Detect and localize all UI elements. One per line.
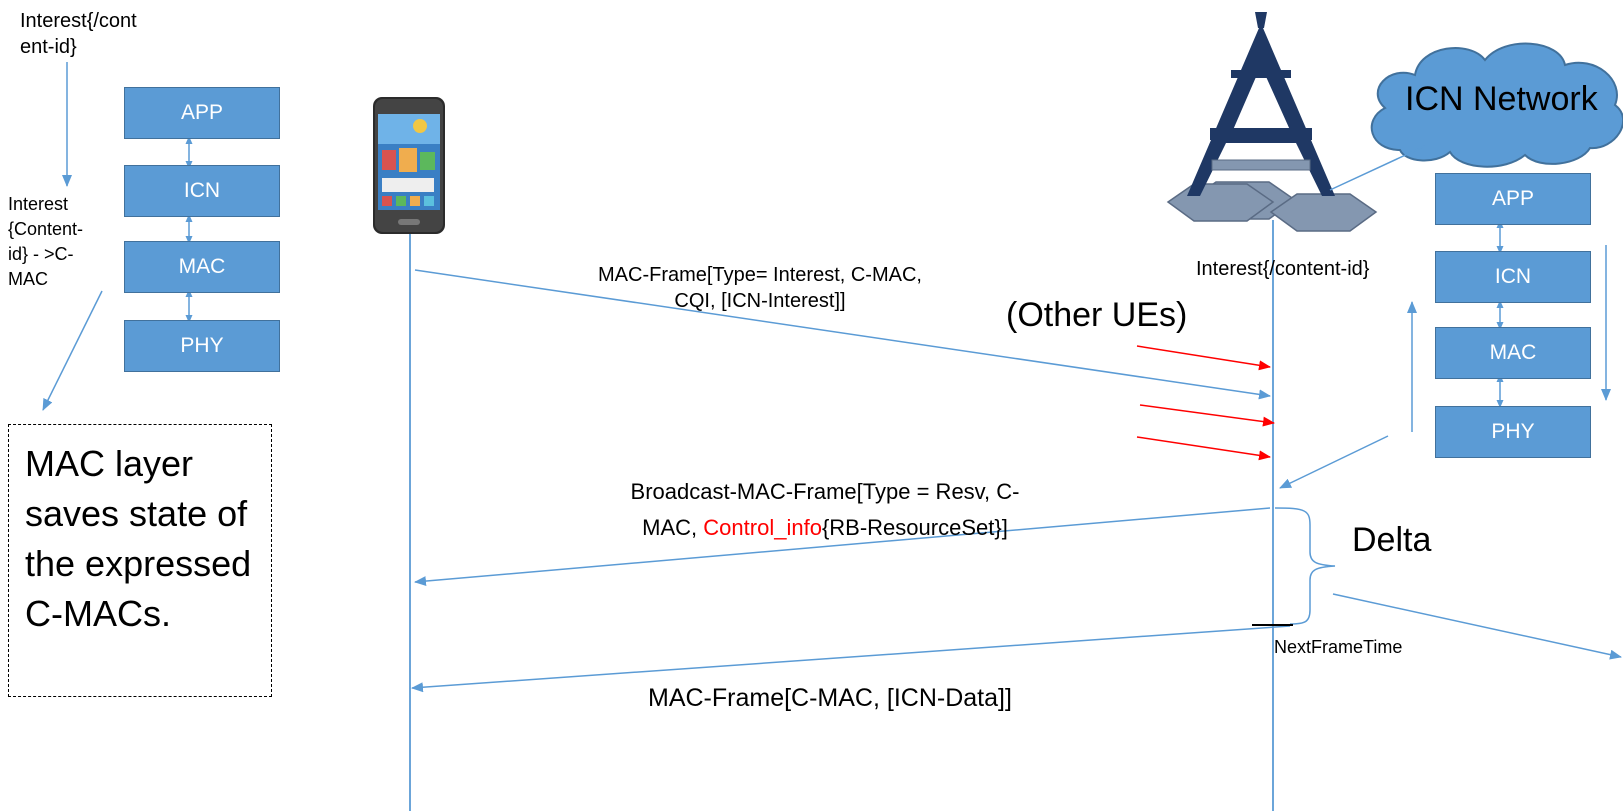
note-pointer-arrow bbox=[42, 290, 103, 411]
broadcast-message-arrow bbox=[414, 507, 1271, 587]
interest-message-arrow bbox=[414, 269, 1271, 400]
bs-phy-to-lifeline-arrow bbox=[1279, 435, 1389, 489]
outgoing-data-arrow bbox=[1332, 593, 1622, 660]
ue-icn-layer: ICN bbox=[124, 165, 280, 217]
delta-brace bbox=[1274, 507, 1336, 625]
bs-mac-layer: MAC bbox=[1435, 327, 1591, 379]
ue-side-line-4: MAC bbox=[8, 269, 48, 289]
interest-message-line-1: MAC-Frame[Type= Interest, C-MAC, bbox=[598, 264, 922, 286]
bs-app-layer: APP bbox=[1435, 173, 1591, 225]
ue-side-line-1: Interest bbox=[8, 194, 69, 214]
broadcast-message-line-1: Broadcast-MAC-Frame[Type = Resv, C- bbox=[630, 479, 1020, 504]
ue-app-layer: APP bbox=[124, 87, 280, 139]
ue-side-line-2: {Content- bbox=[8, 219, 84, 239]
base-station-tower-icon bbox=[1166, 12, 1378, 232]
control-info-highlight: Control_info bbox=[703, 515, 822, 540]
delta-label: Delta bbox=[1352, 521, 1432, 559]
mac-state-note: MAC layer saves state of the expressed C… bbox=[8, 424, 272, 697]
bs-icn-layer: ICN bbox=[1435, 251, 1591, 303]
icn-network-label: ICN Network bbox=[1405, 80, 1598, 118]
bs-phy-layer: PHY bbox=[1435, 406, 1591, 458]
icn-network-cloud-icon bbox=[1370, 42, 1623, 168]
bs-interest-label: Interest{/content-id} bbox=[1196, 258, 1370, 280]
other-ue-arrow-2 bbox=[1139, 404, 1275, 427]
next-frame-time-label: NextFrameTime bbox=[1274, 637, 1403, 657]
ue-phy-layer: PHY bbox=[124, 320, 280, 372]
broadcast-message-label: Broadcast-MAC-Frame[Type = Resv, C- MAC,… bbox=[555, 474, 1095, 546]
other-ue-arrow-3 bbox=[1136, 436, 1271, 461]
top-left-interest-line-2: ent-id} bbox=[20, 36, 77, 58]
broadcast-line-2-prefix: MAC, bbox=[642, 515, 704, 540]
top-left-interest-line-1: Interest{/cont bbox=[20, 10, 137, 32]
broadcast-line-2-suffix: {RB-ResourceSet}] bbox=[821, 515, 1008, 540]
ue-side-line-3: id} - >C- bbox=[8, 244, 74, 264]
ue-mac-layer: MAC bbox=[124, 241, 280, 293]
data-message-label: MAC-Frame[C-MAC, [ICN-Data]] bbox=[648, 684, 1012, 712]
interest-message-label: MAC-Frame[Type= Interest, C-MAC, CQI, [I… bbox=[540, 262, 980, 314]
broadcast-message-line-2: MAC, Control_info{RB-ResourceSet}] bbox=[555, 510, 1095, 546]
ue-side-interest-label: Interest {Content- id} - >C- MAC bbox=[8, 192, 83, 292]
other-ues-label: (Other UEs) bbox=[1006, 296, 1188, 334]
other-ue-arrow-1 bbox=[1136, 345, 1271, 371]
phone-icon bbox=[373, 97, 445, 234]
top-left-interest-label: Interest{/cont ent-id} bbox=[20, 8, 137, 60]
interest-message-line-2: CQI, [ICN-Interest]] bbox=[674, 290, 846, 312]
data-message-arrow bbox=[411, 625, 1291, 693]
cloud-tower-link bbox=[1329, 145, 1426, 191]
